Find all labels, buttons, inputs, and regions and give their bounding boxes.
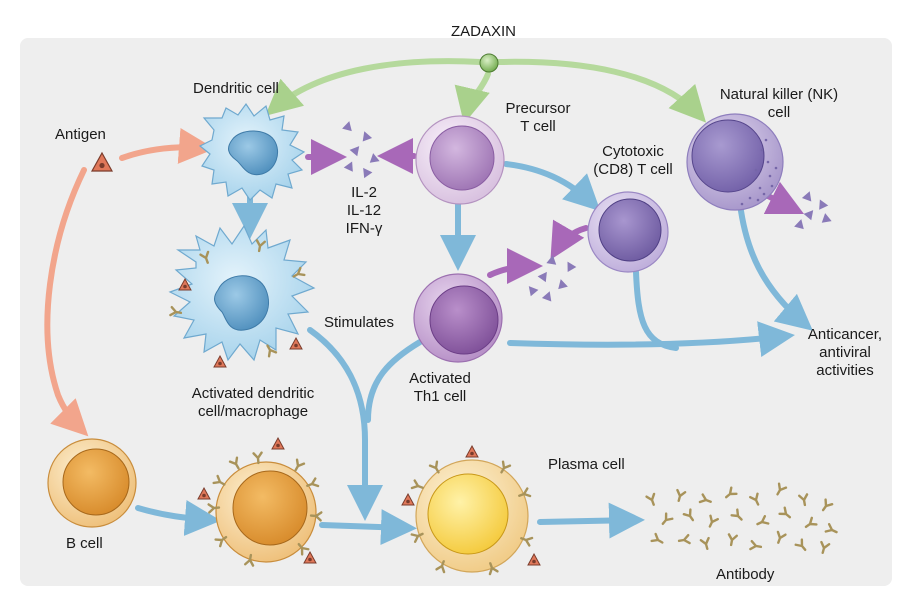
- cytotoxic-t-cell: [587, 191, 669, 273]
- zadaxin-arrows: [265, 58, 707, 124]
- b-cell: [47, 438, 137, 528]
- precursor-t-cell: [415, 115, 505, 205]
- activated-th1-label-line2: Th1 cell: [413, 388, 467, 405]
- nk-label-line1: Natural killer (NK): [719, 86, 839, 103]
- anticancer-label-line1: Anticancer,: [807, 326, 883, 343]
- antigen-arrows: [44, 127, 215, 437]
- plasma-cell-label: Plasma cell: [548, 456, 625, 473]
- cytotoxic-label-line1: Cytotoxic: [602, 143, 664, 160]
- zadaxin-dot: [479, 53, 499, 73]
- nk-cell: [686, 113, 784, 211]
- cytotoxic-t-cell-label: Cytotoxic (CD8) T cell: [578, 143, 688, 179]
- zadaxin-label: ZADAXIN: [451, 23, 517, 40]
- antigen-icon: [90, 151, 114, 172]
- il12-label: IL-12: [346, 202, 382, 219]
- precursor-label-line2: T cell: [520, 118, 556, 135]
- cytotoxic-label-line2: (CD8) T cell: [593, 161, 673, 178]
- activated-th1-cell-label: Activated Th1 cell: [400, 370, 480, 406]
- dendritic-cell-label: Dendritic cell: [193, 80, 279, 97]
- cytokine-arrows: [305, 138, 805, 285]
- precursor-t-cell-label: Precursor T cell: [493, 100, 583, 136]
- activated-th1-label-line1: Activated: [409, 370, 471, 387]
- flow-arrows: [135, 161, 813, 546]
- plasma-cell: [401, 445, 541, 576]
- nk-cell-label: Natural killer (NK) cell: [704, 86, 854, 122]
- precursor-label-line1: Precursor: [505, 100, 571, 117]
- antigen-label: Antigen: [55, 126, 106, 143]
- nk-label-line2: cell: [767, 104, 791, 121]
- activated-b-cell: [197, 437, 323, 567]
- activated-dendritic-cell: [168, 224, 316, 368]
- anticancer-label-line3: activities: [816, 362, 874, 379]
- antibody-label: Antibody: [716, 566, 775, 583]
- ifn-gamma-label: IFN-γ: [345, 220, 383, 237]
- anticancer-label-line2: antiviral: [819, 344, 871, 361]
- anticancer-activities-label: Anticancer, antiviral activities: [790, 326, 900, 380]
- cytokine-labels: IL-2 IL-12 IFN-γ: [334, 184, 394, 238]
- activated-dendritic-cell-label: Activated dendritic cell/macrophage: [168, 385, 338, 421]
- activated-th1-cell: [413, 273, 503, 363]
- b-cell-label: B cell: [66, 535, 103, 552]
- dendritic-cell: [198, 102, 306, 201]
- il2-label: IL-2: [351, 184, 377, 201]
- activated-dc-label-line1: Activated dendritic: [191, 385, 315, 402]
- stimulates-label: Stimulates: [324, 314, 395, 331]
- activated-dc-label-line2: cell/macrophage: [197, 403, 309, 420]
